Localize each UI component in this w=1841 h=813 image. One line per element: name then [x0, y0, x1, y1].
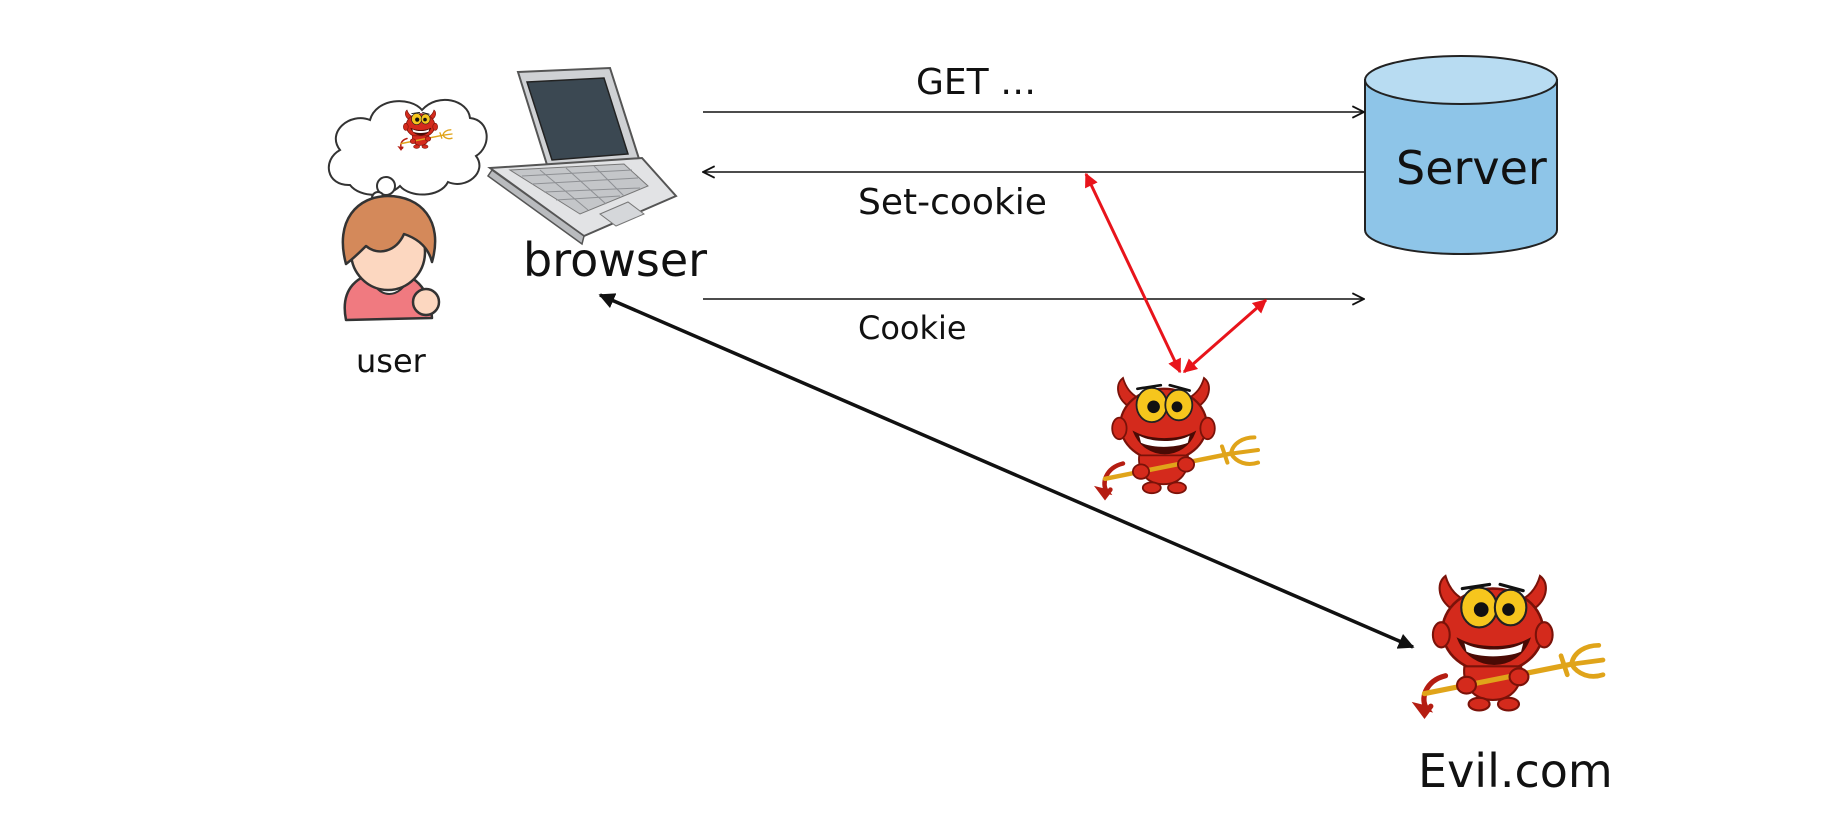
- sniff-cookie-arrow: [1182, 298, 1268, 374]
- user-label: user: [356, 342, 426, 380]
- browser-evil-arrow: [598, 293, 1415, 649]
- devil-icon: [1418, 576, 1603, 715]
- thought-bubble-icon: [327, 99, 488, 205]
- set-cookie-label: Set-cookie: [858, 182, 1047, 223]
- sniff-set-cookie-arrow: [1084, 172, 1182, 374]
- server-label: Server: [1396, 141, 1547, 195]
- get-request-label: GET …: [916, 62, 1037, 103]
- evil-site-label: Evil.com: [1418, 744, 1613, 798]
- laptop-icon: [486, 66, 678, 246]
- user-icon: [341, 194, 441, 322]
- database-cylinder-icon: [1364, 55, 1558, 255]
- cookie-label: Cookie: [858, 309, 967, 347]
- devil-icon: [1100, 378, 1258, 497]
- browser-label: browser: [523, 233, 708, 287]
